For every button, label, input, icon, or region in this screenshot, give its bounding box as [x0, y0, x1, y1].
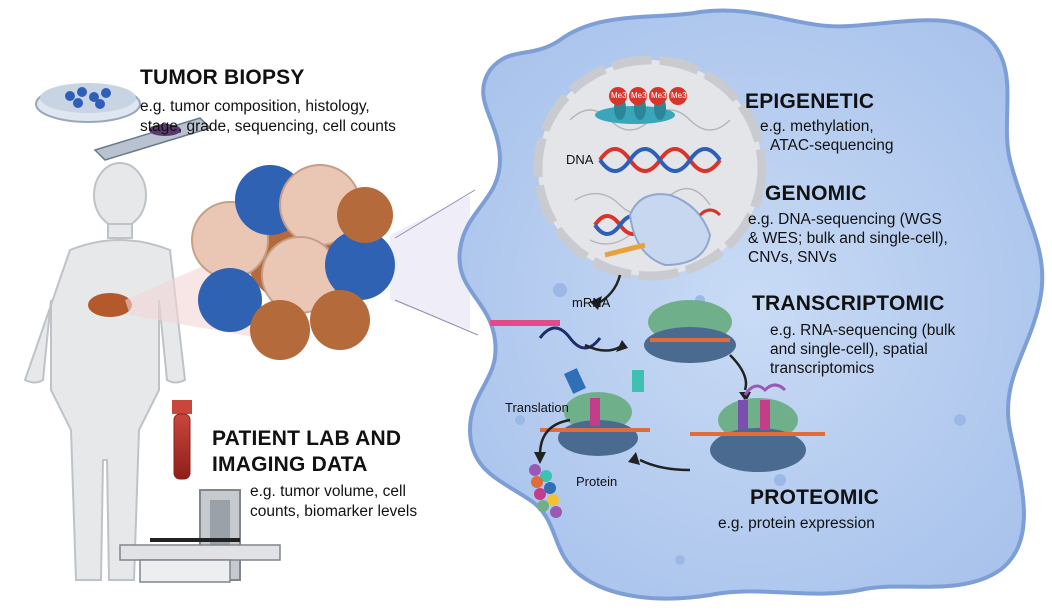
- scanner: [119, 489, 281, 583]
- epigenetic-title: EPIGENETIC: [745, 90, 875, 113]
- dna-label: DNA: [566, 152, 594, 167]
- protein-label: Protein: [576, 474, 618, 489]
- vesicle: [675, 555, 685, 565]
- tumor-biopsy-desc-1: e.g. tumor composition, histology,: [140, 98, 370, 115]
- transcriptomic-desc-1: e.g. RNA-sequencing (bulk: [770, 322, 956, 339]
- zoom-line-top: [394, 189, 476, 239]
- proteomic-desc-1: e.g. protein expression: [718, 515, 875, 532]
- human-figure: [23, 162, 187, 581]
- mrna-strand: [490, 320, 602, 350]
- arrow-to-protein: [639, 458, 691, 472]
- patient-lab-title-2: IMAGING DATA: [212, 453, 368, 476]
- patient-lab-desc-2: counts, biomarker levels: [250, 503, 418, 520]
- genomic-desc-1: e.g. DNA-sequencing (WGS: [748, 211, 942, 228]
- dna-helix: [598, 147, 722, 173]
- ribosome-right: [690, 383, 825, 472]
- tumor-cluster: [191, 164, 395, 360]
- genomic-desc-3: CNVs, SNVs: [748, 249, 837, 266]
- epigenetic-desc-2: ATAC-sequencing: [770, 137, 894, 154]
- tumor-biopsy-title: TUMOR BIOPSY: [140, 66, 305, 89]
- patient-lab-title-1: PATIENT LAB AND: [212, 427, 402, 450]
- transcriptomic-desc-3: transcriptomics: [770, 360, 875, 377]
- genomic-desc-2: & WES; bulk and single-cell),: [748, 230, 948, 247]
- transcriptomic-desc-2: and single-cell), spatial: [770, 341, 928, 358]
- ribosome-left: [540, 368, 650, 456]
- vesicle: [553, 283, 567, 297]
- me3-label: Me3: [631, 91, 647, 100]
- proteomic-title: PROTEOMIC: [750, 486, 879, 509]
- me3-label: Me3: [671, 91, 687, 100]
- vesicle: [515, 415, 525, 425]
- transcriptomic-title: TRANSCRIPTOMIC: [752, 292, 945, 315]
- genomic-title: GENOMIC: [765, 182, 867, 205]
- arrow-mrna-to-ribosome: [584, 343, 621, 352]
- ribosome-top: [644, 300, 736, 363]
- liver-organ: [88, 293, 132, 317]
- me3-mark: [669, 87, 687, 105]
- protein-cluster: [529, 464, 562, 518]
- blood-tube: [172, 400, 192, 480]
- me3-label: Me3: [651, 91, 667, 100]
- translation-label: Translation: [505, 400, 569, 415]
- zoom-line-bottom: [394, 299, 479, 336]
- me3-mark: [609, 87, 627, 105]
- me3-mark: [629, 87, 647, 105]
- arrow-translation-to-protein: [538, 418, 571, 456]
- nucleosome: [595, 87, 687, 124]
- polymerase: [593, 193, 722, 267]
- vesicle: [954, 414, 966, 426]
- arrow-ribosome-to-translation: [729, 354, 748, 391]
- patient-lab-desc-1: e.g. tumor volume, cell: [250, 483, 406, 500]
- vesicle: [774, 474, 786, 486]
- mrna-label: mRNA: [572, 295, 611, 310]
- me3-label: Me3: [611, 91, 627, 100]
- tumor-biopsy-desc-2: stage, grade, sequencing, cell counts: [140, 118, 396, 135]
- me3-mark: [649, 87, 667, 105]
- petri-dish: [35, 83, 141, 123]
- microscope-slide: [93, 117, 212, 161]
- epigenetic-desc-1: e.g. methylation,: [760, 118, 874, 135]
